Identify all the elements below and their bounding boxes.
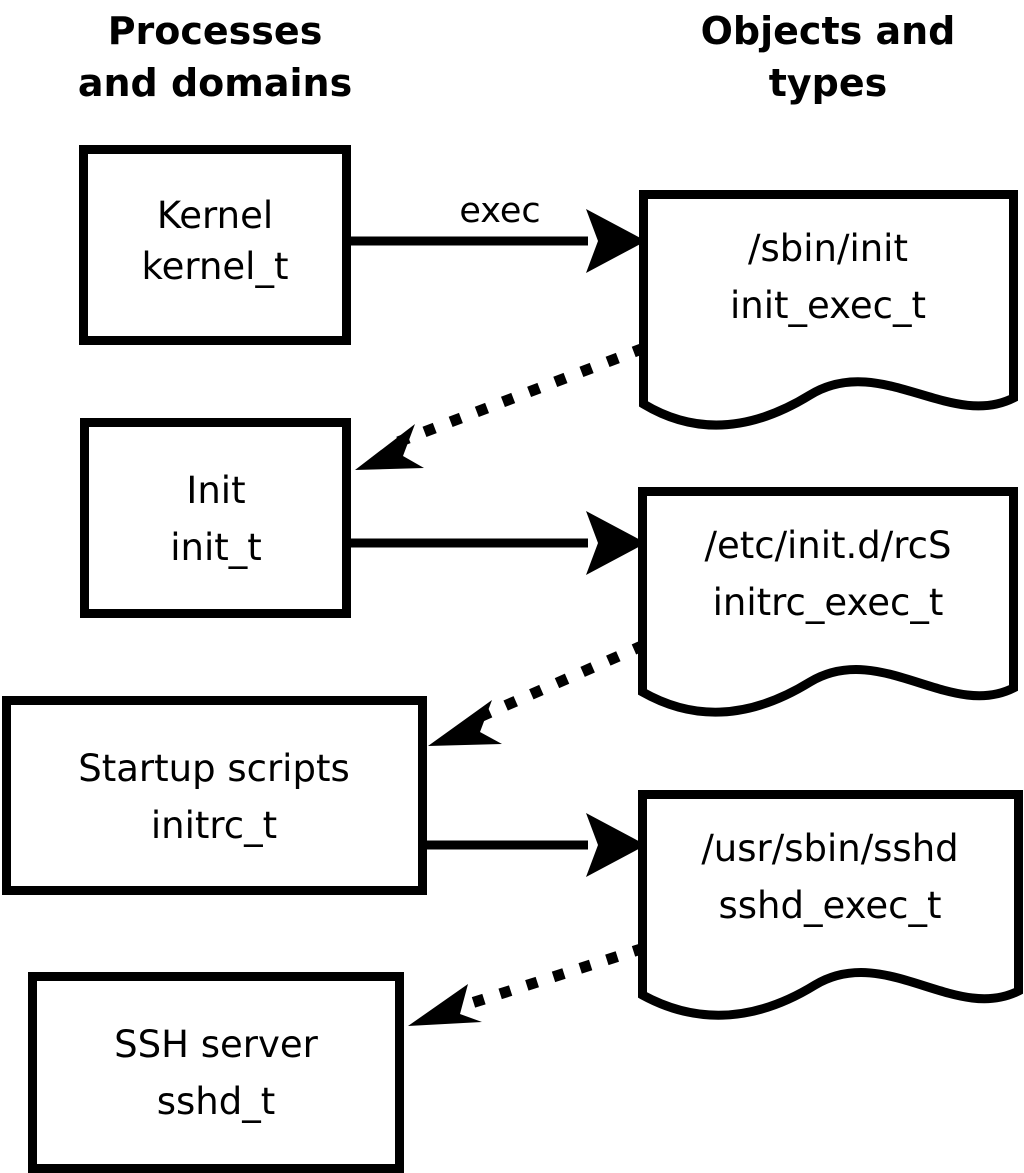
edge-init-exec-arrowhead [586,511,646,575]
node-initrc-name: Startup scripts [78,747,349,790]
node-sshd-type: sshd_t [157,1080,276,1123]
node-init_exec-path: /sbin/init [748,227,908,270]
edge-initrc_exec-transition-initrc [428,639,647,746]
edge-init_exec-transition-line [396,342,646,448]
node-initrc-type: initrc_t [151,804,277,847]
node-initrc_exec-path: /etc/init.d/rcS [704,524,951,567]
column-header-objects: Objects and types [701,9,956,105]
edge-init_exec-transition-arrowhead [355,424,424,470]
node-init_exec-type: init_exec_t [730,284,926,327]
node-initrc[interactable]: Startup scripts initrc_t [2,696,427,895]
edge-init_exec-transition-init [355,342,646,470]
node-sshd_exec-document-shape[interactable] [638,790,1023,1020]
node-init-name: Init [186,469,245,512]
node-kernel-box[interactable] [79,145,351,345]
edge-initrc-exec-sshd_exec [426,813,646,877]
node-initrc_exec[interactable]: /etc/init.d/rcS initrc_exec_t [638,487,1018,717]
node-sshd[interactable]: SSH server sshd_t [28,972,404,1173]
edge-initrc_exec-transition-line [472,639,647,725]
node-sshd_exec-type: sshd_exec_t [719,884,942,927]
node-sshd-box[interactable] [28,972,404,1173]
column-header-processes-line2: and domains [78,61,352,105]
column-header-processes: Processes and domains [78,9,352,105]
column-header-processes-line1: Processes [108,9,323,53]
edge-label-exec: exec [459,191,540,231]
node-init_exec-document-shape[interactable] [639,190,1018,430]
edge-initrc_exec-transition-arrowhead [428,700,502,746]
node-init[interactable]: Init init_t [80,418,351,618]
node-initrc_exec-document-shape[interactable] [638,487,1018,717]
edge-initrc-exec-arrowhead [586,813,646,877]
edge-sshd_exec-transition-arrowhead [408,984,482,1026]
node-init-box[interactable] [80,418,351,618]
node-kernel-name: Kernel [157,194,273,237]
node-initrc-box[interactable] [2,696,427,895]
node-init_exec[interactable]: /sbin/init init_exec_t [639,190,1018,430]
column-header-objects-line1: Objects and [701,9,956,53]
node-sshd-name: SSH server [114,1023,318,1066]
node-init-type: init_t [170,526,262,569]
node-kernel[interactable]: Kernel kernel_t [79,145,351,345]
node-initrc_exec-type: initrc_exec_t [713,581,944,624]
edge-sshd_exec-transition-line [454,942,646,1014]
column-header-objects-line2: types [769,61,888,105]
edge-init-exec-initrc_exec [350,511,646,575]
node-kernel-type: kernel_t [142,245,289,288]
edge-sshd_exec-transition-sshd [408,942,646,1026]
edge-kernel-exec-arrowhead [586,209,646,273]
node-sshd_exec[interactable]: /usr/sbin/sshd sshd_exec_t [638,790,1023,1020]
edge-kernel-exec-init_exec: exec [350,191,646,273]
node-sshd_exec-path: /usr/sbin/sshd [701,827,958,870]
